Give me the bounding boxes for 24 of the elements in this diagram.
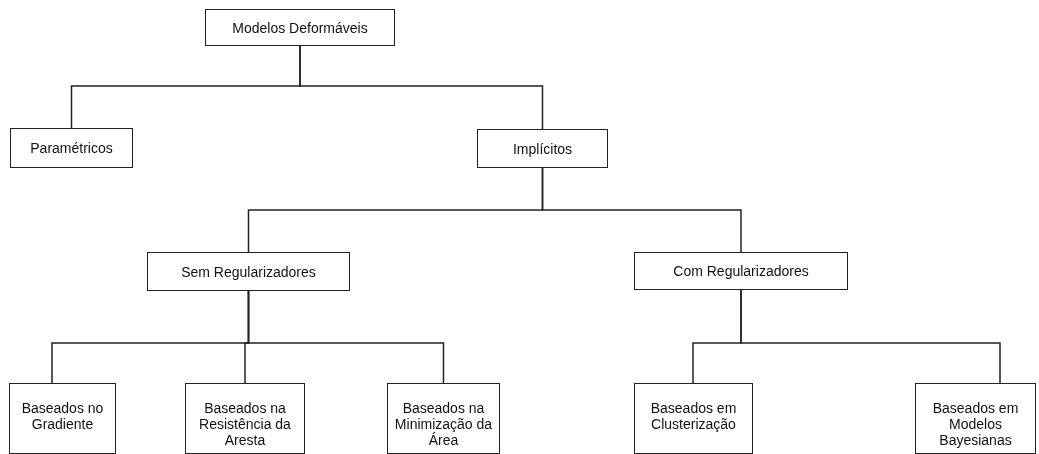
category-box [205, 9, 395, 46]
category-label: Sem Regularizadores [181, 263, 316, 280]
category-box [477, 129, 608, 168]
category-label: Baseados na Resistência da Aresta [198, 400, 292, 448]
category-label: Baseados na Minimização da Área [393, 400, 494, 448]
category-box [10, 128, 133, 168]
category-label: Paramétricos [30, 140, 113, 156]
category-box [634, 252, 848, 290]
category-box [634, 383, 753, 454]
category-box [915, 383, 1036, 454]
category-label: Implícitos [512, 140, 573, 157]
category-box [387, 383, 500, 454]
category-label: Modelos Deformáveis [232, 19, 368, 36]
connector-line [247, 290, 445, 384]
category-label: Baseados em Clusterização [649, 400, 738, 432]
category-box [185, 383, 305, 454]
category-label: Com Regularizadores [673, 263, 809, 279]
connector-line [740, 289, 1001, 384]
connector-line [541, 167, 742, 253]
category-box [9, 383, 116, 454]
category-box [147, 252, 350, 291]
category-label: Baseados no Gradiente [20, 400, 105, 432]
category-label: Baseados em Modelos Bayesianas [931, 400, 1020, 448]
connector-line [299, 45, 544, 130]
